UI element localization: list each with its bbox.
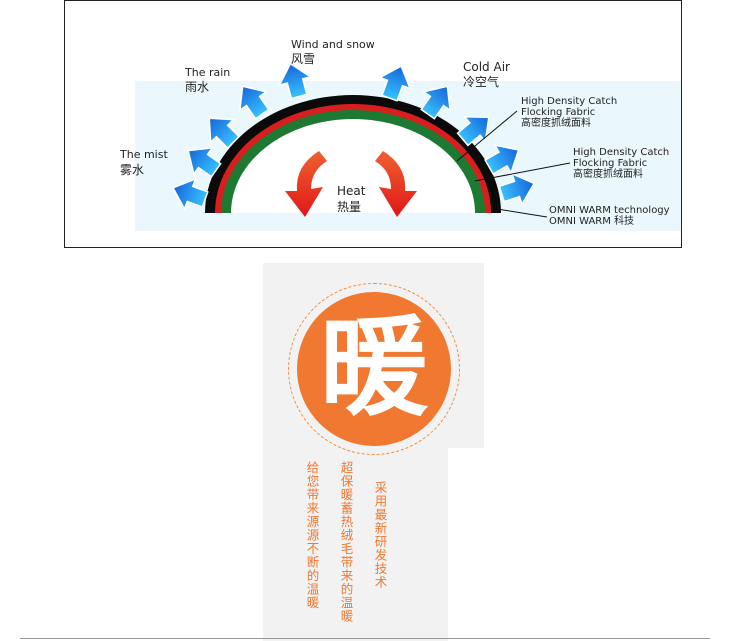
card-white-strip	[448, 448, 484, 641]
fabric2-label-zh: 高密度抓绒面料	[573, 169, 643, 180]
omni-label-en: OMNI WARM technology	[549, 205, 670, 216]
fabric1-label-line2: Flocking Fabric	[521, 107, 596, 118]
mist-label-zh: 雾水	[120, 163, 145, 177]
slogan-column-1: 给您带来源源不断的温暖	[304, 461, 320, 610]
fabric1-label-line1: High Density Catch	[521, 96, 618, 107]
fabric2-label-line1: High Density Catch	[573, 147, 670, 158]
slogan-column-3: 采用最新研发技术	[372, 481, 388, 589]
warm-circle: 暖	[297, 292, 451, 446]
heat-label-zh: 热量	[337, 200, 362, 214]
fabric1-label-zh: 高密度抓绒面料	[521, 118, 591, 129]
warm-character: 暖	[319, 306, 428, 431]
fabric2-label-line2: Flocking Fabric	[573, 158, 648, 169]
insulation-diagram: Wind and snow 风雪 The rain 雨水 The mist 雾水…	[64, 0, 682, 248]
heat-arrows	[285, 151, 417, 217]
cold-label-en: Cold Air	[463, 60, 510, 74]
cold-label-zh: 冷空气	[463, 75, 500, 89]
diagram-graphic	[135, 58, 681, 231]
warm-circle-ring	[288, 283, 460, 455]
slogan-column-2: 超保暖蓄热绒毛带来的温暖	[338, 461, 354, 623]
inner-space	[231, 119, 475, 213]
rain-label-zh: 雨水	[185, 80, 210, 94]
warm-card: 暖 给您带来源源不断的温暖 超保暖蓄热绒毛带来的温暖 采用最新研发技术	[263, 263, 484, 641]
rain-label-en: The rain	[185, 66, 231, 79]
heat-label-en: Heat	[337, 184, 366, 198]
omni-label-zh: OMNI WARM 科技	[549, 216, 635, 227]
bottom-divider	[20, 638, 710, 639]
wind-label-zh: 风雪	[291, 52, 316, 66]
wind-label-en: Wind and snow	[291, 38, 375, 51]
mist-label-en: The mist	[120, 148, 168, 161]
leader-lines	[456, 110, 571, 218]
